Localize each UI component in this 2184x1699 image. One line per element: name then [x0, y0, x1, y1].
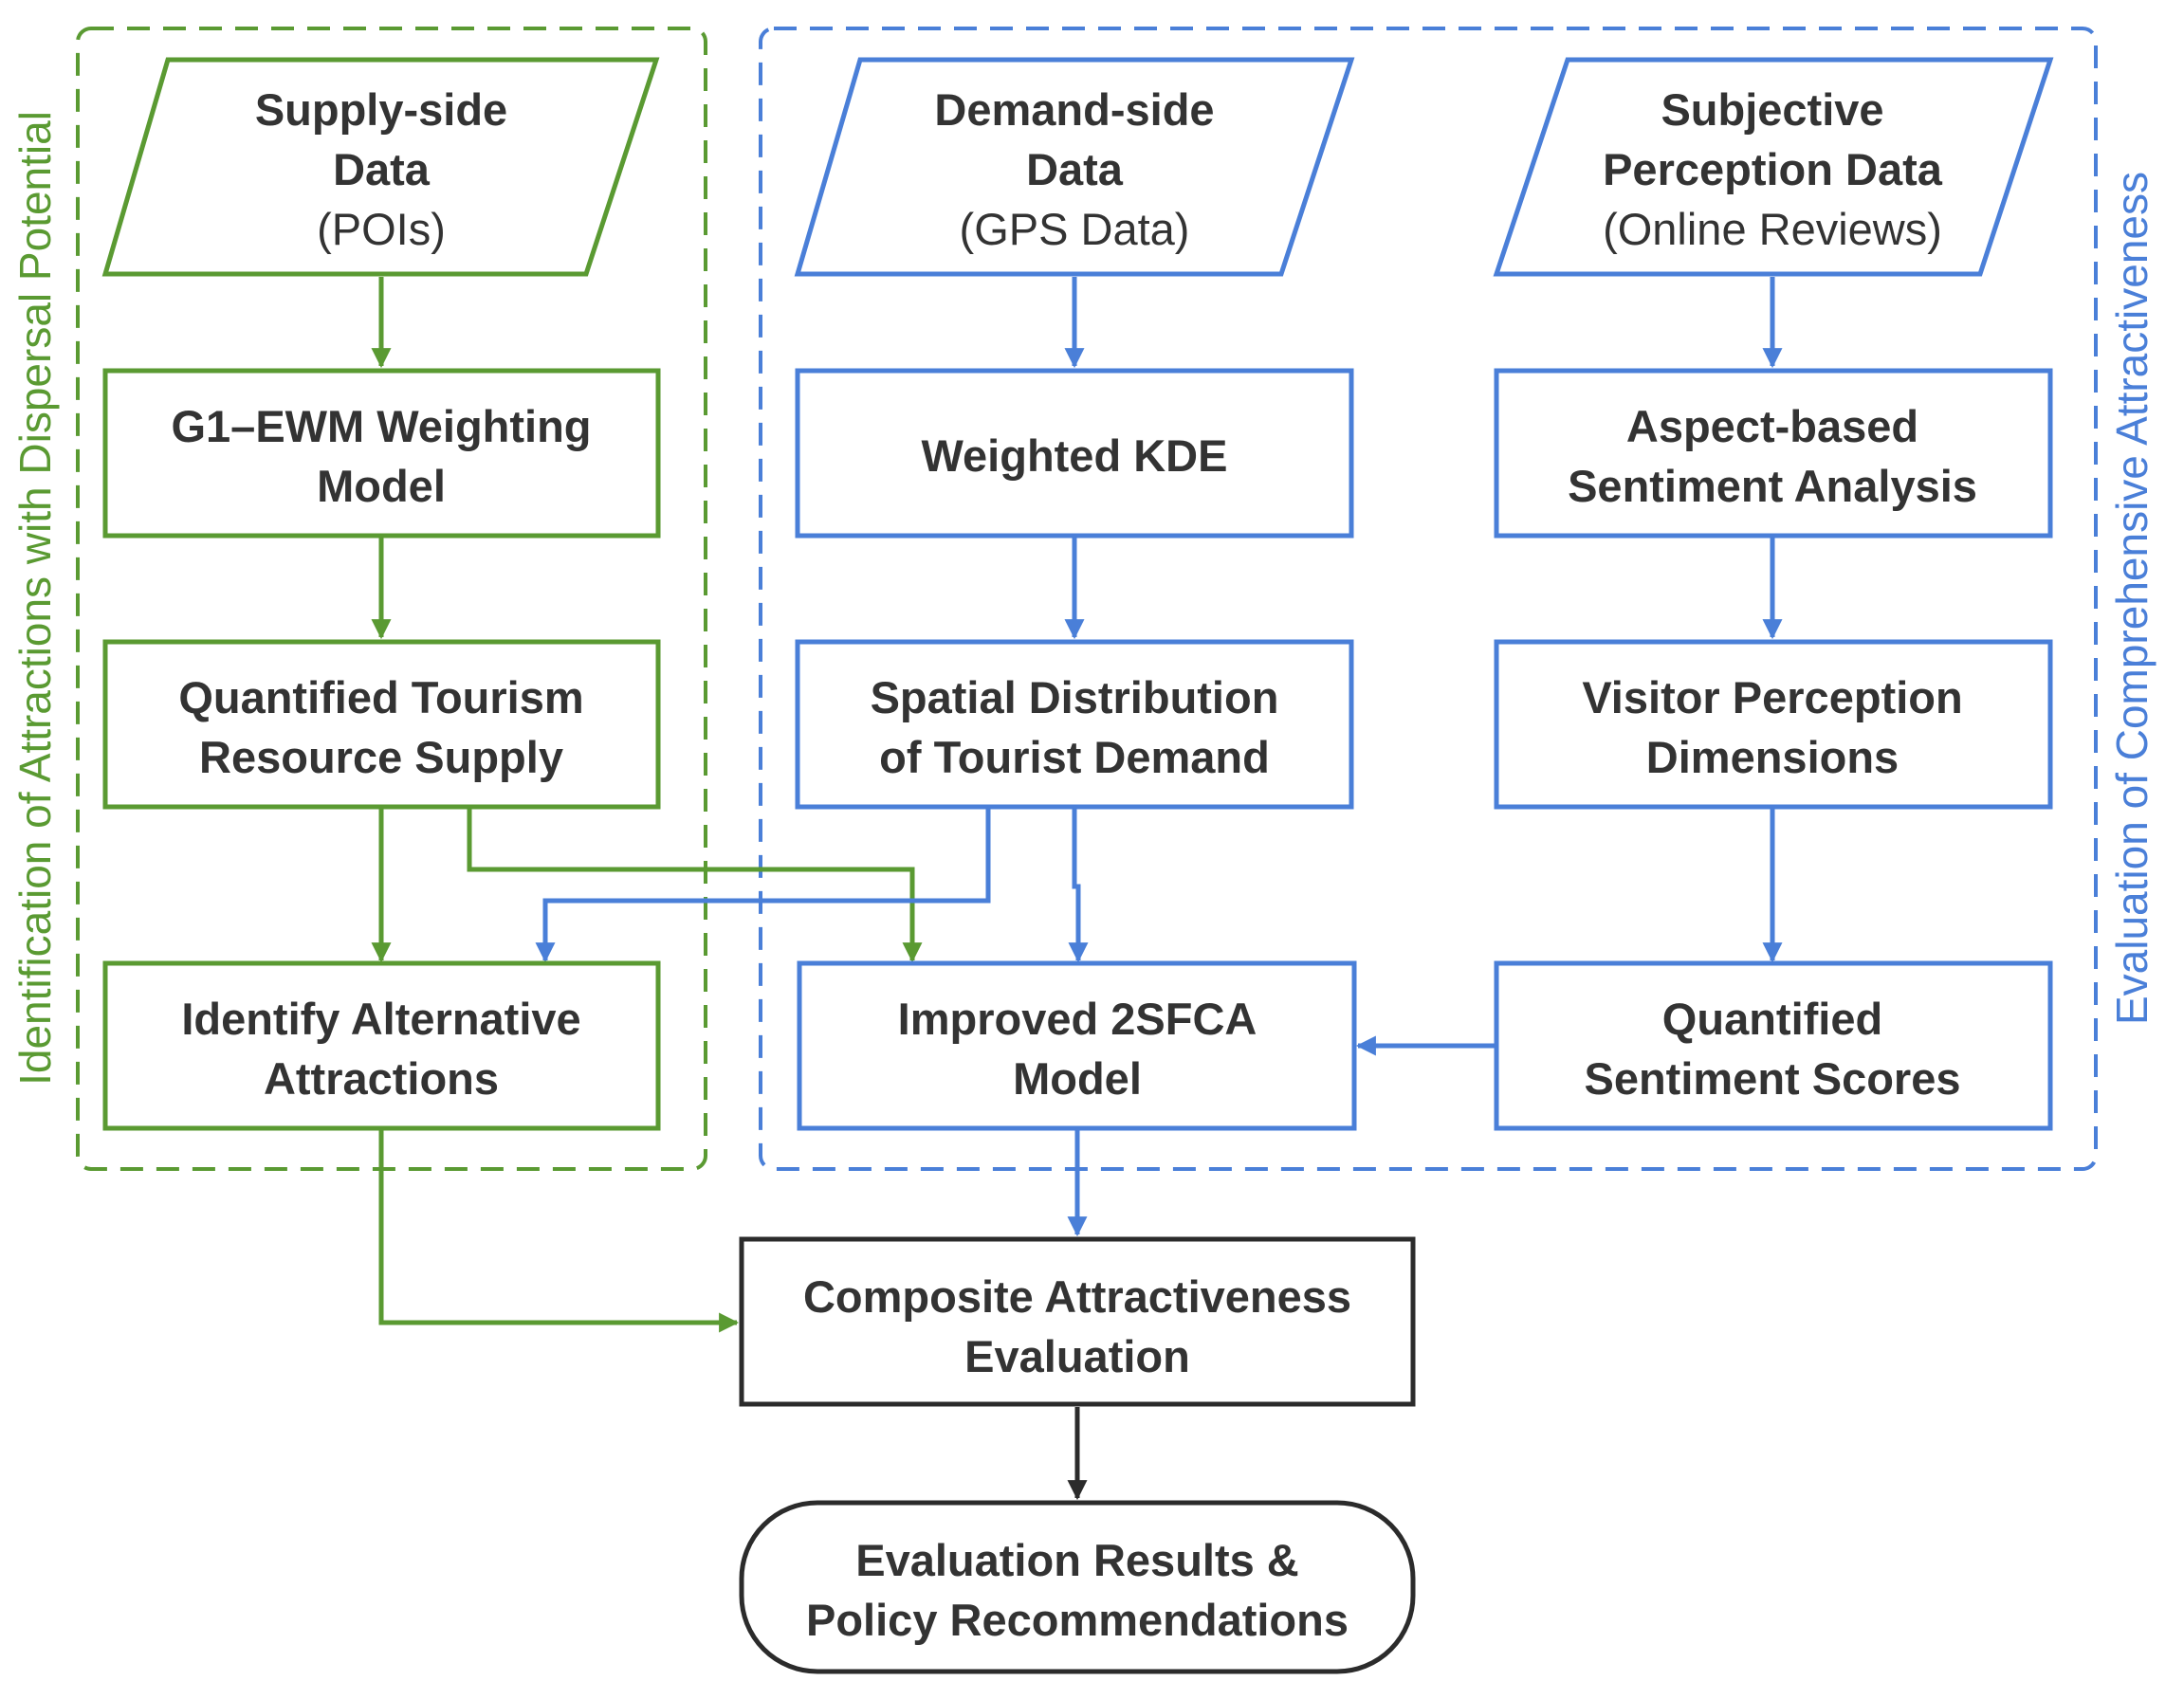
node-spatial-demand: Spatial Distribution of Tourist Demand [795, 639, 1354, 810]
node-absa: Aspect-based Sentiment Analysis [1494, 368, 2053, 539]
results-line1: Evaluation Results & [855, 1535, 1299, 1585]
left-group-title: Identification of Attractions with Dispe… [10, 111, 60, 1086]
green-connectors [371, 277, 923, 1333]
demand-data-line3: (GPS Data) [960, 204, 1190, 254]
node-sentiment-scores: Quantified Sentiment Scores [1494, 960, 2053, 1131]
supply-data-line2: Data [333, 144, 431, 194]
composite-line1: Composite Attractiveness [803, 1271, 1351, 1322]
arrow-spatial-to-2sfca [1068, 809, 1089, 963]
g1-ewm-line2: Model [317, 461, 446, 511]
quantified-supply-line2: Resource Supply [199, 732, 563, 782]
node-results: Evaluation Results & Policy Recommendati… [739, 1500, 1416, 1674]
node-improved-2sfca: Improved 2SFCA Model [797, 960, 1357, 1131]
improved-2sfca-line1: Improved 2SFCA [898, 994, 1257, 1044]
visitor-dimensions-line2: Dimensions [1646, 732, 1899, 782]
arrow-spatial-to-identify [535, 809, 991, 963]
g1-ewm-line1: G1–EWM Weighting [171, 401, 591, 451]
supply-data-line1: Supply-side [255, 84, 507, 135]
identify-alternative-line2: Attractions [264, 1053, 499, 1104]
perception-data-line1: Subjective [1661, 84, 1883, 135]
node-g1-ewm: G1–EWM Weighting Model [102, 368, 661, 539]
node-visitor-dimensions: Visitor Perception Dimensions [1494, 639, 2053, 810]
node-weighted-kde: Weighted KDE [795, 368, 1354, 539]
quantified-supply-line1: Quantified Tourism [178, 672, 583, 722]
identify-alternative-line1: Identify Alternative [181, 994, 580, 1044]
absa-line1: Aspect-based [1626, 401, 1918, 451]
blue-connectors [535, 277, 1783, 1237]
sentiment-scores-line2: Sentiment Scores [1584, 1053, 1960, 1104]
perception-data-line3: (Online Reviews) [1603, 204, 1942, 254]
spatial-demand-line1: Spatial Distribution [871, 672, 1279, 722]
node-identify-alternative: Identify Alternative Attractions [102, 960, 661, 1131]
node-demand-data: Demand-side Data (GPS Data) [794, 57, 1355, 277]
improved-2sfca-line2: Model [1013, 1053, 1142, 1104]
right-group-border [759, 27, 2098, 1171]
sentiment-scores-line1: Quantified [1662, 994, 1882, 1044]
composite-line2: Evaluation [964, 1331, 1190, 1381]
node-perception-data: Subjective Perception Data (Online Revie… [1493, 57, 2054, 277]
weighted-kde-line1: Weighted KDE [922, 430, 1228, 481]
arrow-supply-to-2sfca [467, 809, 923, 963]
node-supply-data: Supply-side Data (POIs) [101, 57, 660, 277]
demand-data-line2: Data [1026, 144, 1124, 194]
perception-data-line2: Perception Data [1603, 144, 1943, 194]
visitor-dimensions-line1: Visitor Perception [1582, 672, 1962, 722]
left-group-border [76, 27, 707, 1171]
results-line2: Policy Recommendations [806, 1595, 1349, 1645]
absa-line2: Sentiment Analysis [1568, 461, 1977, 511]
spatial-demand-line2: of Tourist Demand [879, 732, 1270, 782]
demand-data-line1: Demand-side [934, 84, 1214, 135]
supply-data-line3: (POIs) [317, 204, 446, 254]
arrow-identify-to-composite [378, 1129, 740, 1333]
node-composite-evaluation: Composite Attractiveness Evaluation [739, 1236, 1416, 1407]
node-quantified-supply: Quantified Tourism Resource Supply [102, 639, 661, 810]
right-group-title: Evaluation of Comprehensive Attractivene… [2107, 172, 2156, 1025]
